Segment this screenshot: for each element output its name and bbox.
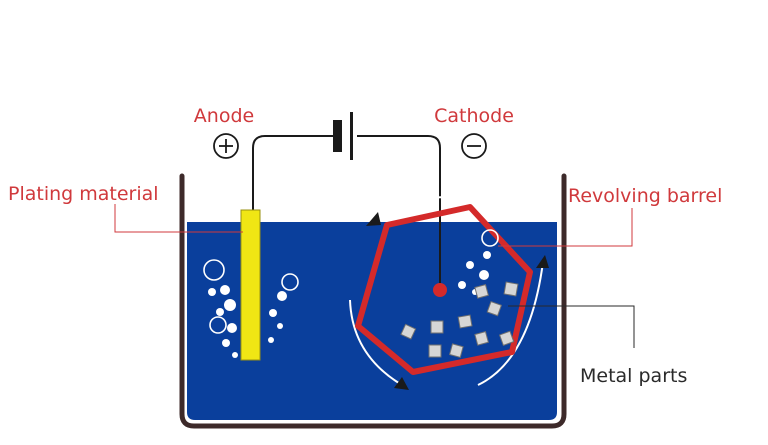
bubble-icon [227, 323, 237, 333]
metal-part [449, 343, 464, 358]
metal-part [498, 330, 515, 346]
tank [179, 173, 567, 429]
anode-bubbles [203, 259, 299, 358]
cathode-contact [433, 283, 447, 297]
metal-part [430, 320, 444, 334]
revolving-barrel [355, 204, 533, 375]
metal-part [457, 314, 473, 329]
anode-label: Anode [194, 105, 254, 127]
barrel-bubbles [458, 229, 499, 295]
bubble-icon [277, 291, 287, 301]
leader-barrel [498, 208, 633, 247]
bubble-icon [222, 339, 230, 347]
electrolyte [187, 222, 557, 420]
minus-terminal-icon [461, 133, 487, 159]
bubble-icon [203, 259, 225, 281]
bubble-icon [224, 299, 236, 311]
bubble-icon [466, 261, 474, 269]
metal-part [428, 344, 442, 358]
metal-part [474, 284, 489, 299]
bubble-icon [483, 251, 491, 259]
bubble-icon [220, 285, 230, 295]
battery-icon [333, 112, 353, 160]
anode-plate [240, 209, 261, 361]
metal-parts [400, 281, 519, 358]
bubble-icon [268, 337, 274, 343]
metal-part [486, 300, 502, 317]
leader-metal-parts [508, 305, 635, 348]
metal-parts-label: Metal parts [580, 365, 687, 387]
revolving-barrel-label: Revolving barrel [568, 185, 722, 207]
bubble-icon [232, 352, 238, 358]
bubble-icon [208, 288, 216, 296]
bubble-icon [481, 229, 499, 247]
bubble-icon [216, 308, 224, 316]
metal-part [400, 323, 417, 340]
plus-terminal-icon [213, 133, 239, 159]
bubble-icon [458, 281, 466, 289]
leader-lines [114, 204, 633, 247]
circuit-wire [252, 135, 441, 290]
bubble-icon [269, 309, 277, 317]
cathode-label: Cathode [434, 105, 514, 127]
bubble-icon [209, 316, 227, 334]
leader-plating [114, 204, 243, 233]
rotation-arrow-icon [349, 196, 549, 390]
plating-material-label: Plating material [8, 183, 159, 205]
bubble-icon [277, 323, 283, 329]
bubble-icon [281, 273, 299, 291]
bubble-icon [479, 270, 489, 280]
metal-part [503, 281, 519, 297]
metal-part [474, 331, 489, 346]
